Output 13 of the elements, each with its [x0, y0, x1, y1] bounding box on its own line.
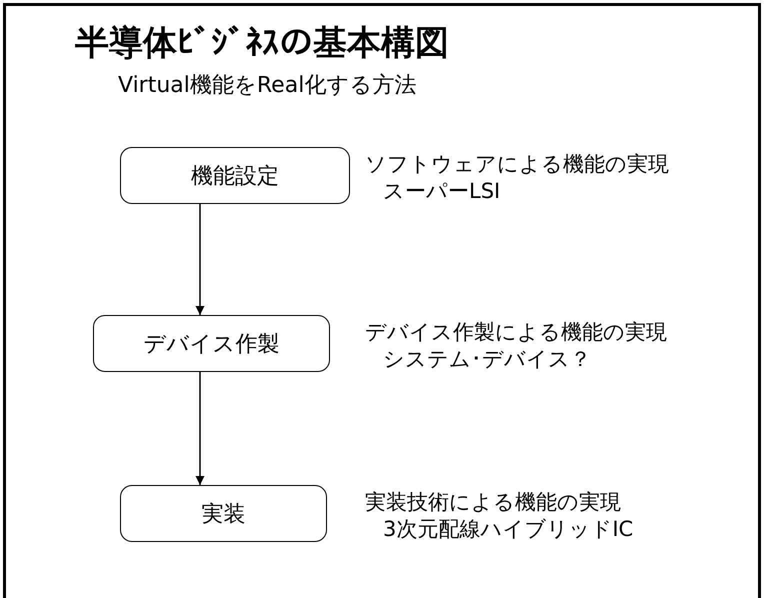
- title: 半導体ﾋﾞｼﾞﾈｽの基本構図: [75, 22, 449, 65]
- process-box: デバイス作製: [93, 315, 330, 372]
- description-text: 実装技術による機能の実現: [365, 489, 621, 516]
- arrow: [196, 372, 204, 485]
- description-text: ソフトウェアによる機能の実現: [365, 151, 669, 178]
- description-text: スーパーLSI: [383, 178, 500, 205]
- description-text: 3次元配線ハイブリッドIC: [383, 516, 634, 543]
- subtitle: Virtual機能をReal化する方法: [118, 72, 416, 100]
- arrow: [196, 204, 204, 315]
- description-text: デバイス作製による機能の実現: [365, 319, 667, 346]
- process-box: 機能設定: [120, 147, 350, 204]
- description-text: システム･デバイス？: [383, 346, 591, 373]
- process-box: 実装: [120, 485, 327, 542]
